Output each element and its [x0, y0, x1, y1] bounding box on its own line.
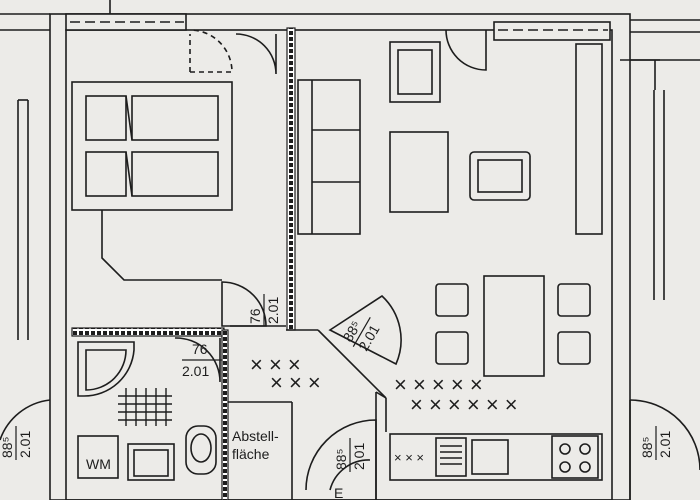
shower-tray	[77, 341, 135, 397]
door-dim-width: 88⁵	[0, 437, 15, 458]
door-storage	[305, 419, 377, 500]
svg-text:× × ×: × × ×	[270, 370, 321, 395]
door-dim-height: 2.01	[351, 443, 367, 470]
window-living-room	[493, 21, 611, 41]
door-dim-width: 88⁵	[639, 437, 655, 458]
door-dim-left-edge: 88⁵ 2.01	[0, 426, 33, 460]
door-dim-width: 88⁵	[333, 449, 349, 470]
door-living	[328, 294, 402, 366]
door-bedroom-entrance	[189, 29, 277, 75]
storage-label-line1: Abstell-	[232, 428, 279, 444]
door-bathroom	[174, 337, 221, 383]
door-dim-width: 76	[247, 308, 263, 324]
svg-text:× × ×: × × ×	[394, 450, 424, 465]
dining-table	[483, 275, 545, 377]
door-dim-height: 2.01	[265, 297, 281, 324]
floor-markings: × × × × × × × × × × × × × × × × ×	[250, 352, 518, 417]
coffee-table	[389, 131, 449, 213]
armchair-top	[389, 41, 441, 103]
door-right-edge	[629, 399, 700, 500]
kitchen-markings: × × ×	[394, 450, 424, 465]
door-dim-height: 2.01	[17, 431, 33, 458]
wardrobe-outline	[101, 210, 222, 281]
sofa	[297, 79, 361, 235]
door-dim-bathroom: 76 2.01	[182, 341, 222, 379]
window-bedroom	[65, 13, 187, 31]
dining-chairs	[435, 283, 591, 365]
svg-text:× × ×: × × ×	[250, 352, 301, 377]
svg-text:× × × × ×: × × × × ×	[394, 372, 483, 397]
door-dim-height: 2.01	[182, 363, 209, 379]
door-living-window	[445, 29, 487, 71]
shelf	[575, 43, 603, 235]
washer-label: WM	[86, 456, 111, 472]
svg-text:× × × × × ×: × × × × × ×	[410, 392, 518, 417]
stair-mark: E	[334, 485, 343, 500]
door-dim-storage: 88⁵ 2.01	[333, 438, 367, 472]
kitchenette	[389, 433, 603, 481]
door-left-edge	[0, 399, 51, 441]
door-stairs	[329, 459, 371, 491]
washbasin	[127, 443, 175, 481]
door-dim-right-edge: 88⁵ 2.01	[639, 426, 673, 460]
door-dim-living: 88⁵ 2.01	[340, 316, 383, 354]
floor-drain-grid	[118, 388, 172, 426]
storage-label-line2: fläche	[232, 446, 270, 462]
door-dim-height: 2.01	[657, 431, 673, 458]
door-dim-width: 76	[192, 341, 208, 357]
door-bedroom	[221, 281, 286, 327]
door-dim-bedroom: 76 2.01	[247, 294, 281, 326]
double-bed	[71, 81, 233, 211]
partition-walls	[71, 27, 387, 500]
armchair-right	[469, 151, 531, 201]
toilet	[185, 425, 217, 475]
washing-machine	[77, 435, 119, 479]
